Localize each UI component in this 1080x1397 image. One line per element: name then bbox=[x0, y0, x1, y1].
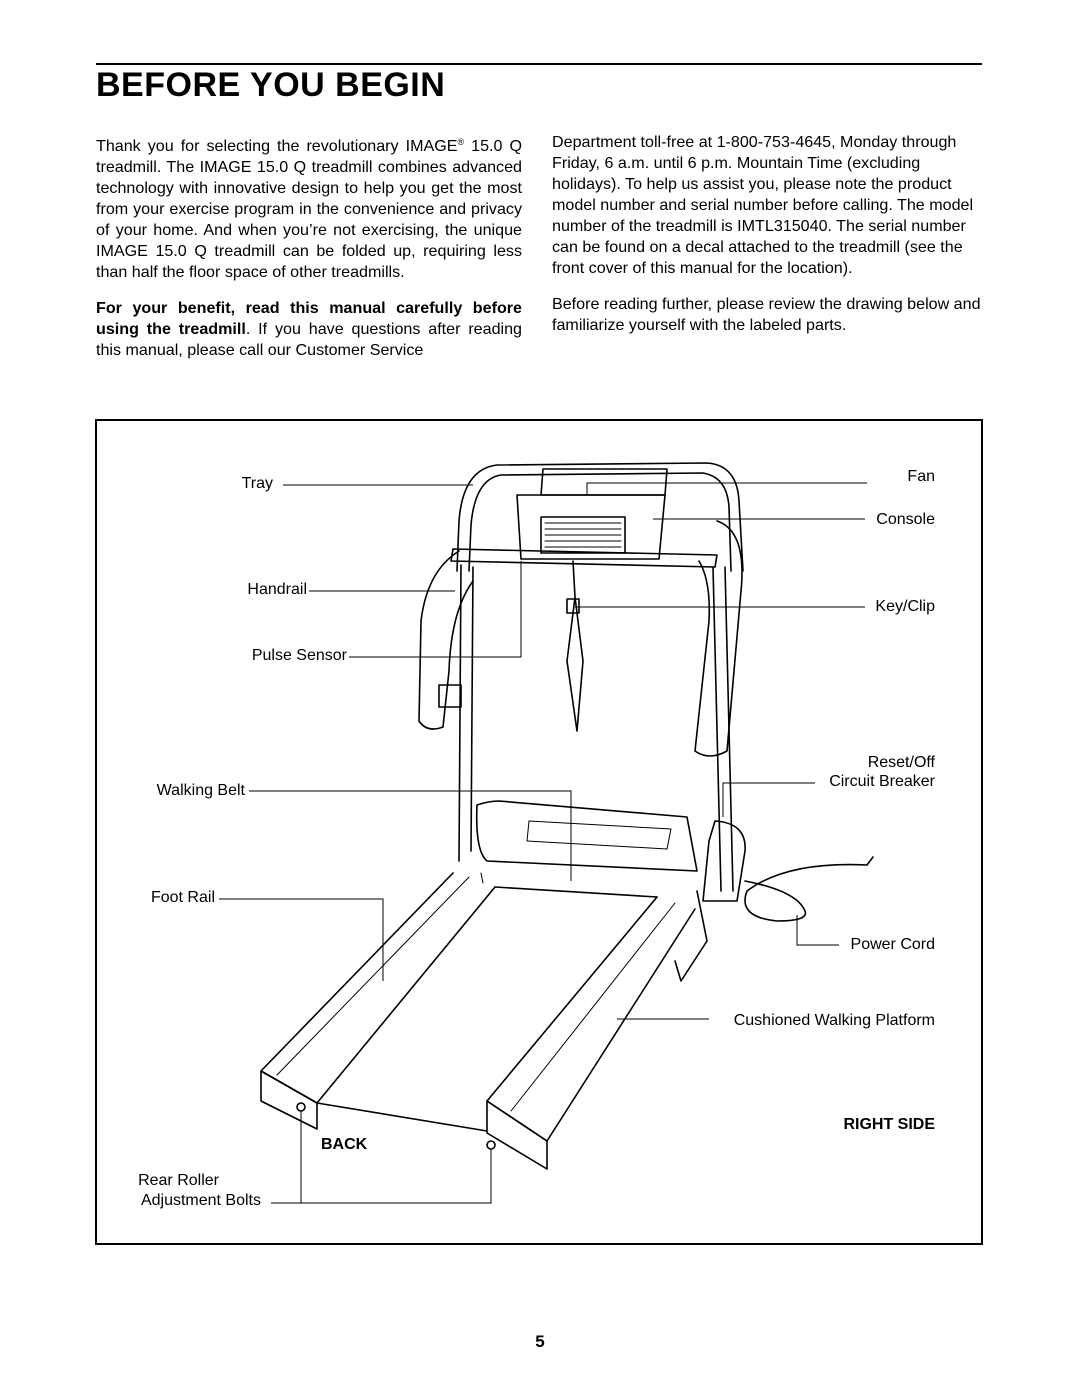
treadmill-drawing bbox=[219, 462, 874, 1204]
treadmill-diagram: Tray Handrail Pulse Sensor Walking Belt … bbox=[95, 419, 983, 1245]
right-end-cap bbox=[486, 1100, 548, 1170]
crossbar bbox=[450, 548, 718, 568]
upright-arch bbox=[456, 462, 744, 572]
fan-leader bbox=[586, 482, 867, 495]
page-number: 5 bbox=[535, 1332, 545, 1351]
left-foot-rail bbox=[260, 872, 496, 1104]
adjustment-bolts-label: Adjustment Bolts bbox=[140, 1192, 261, 1209]
fan-grille bbox=[540, 516, 626, 554]
fan-label: Fan bbox=[907, 468, 935, 485]
back-label: BACK bbox=[321, 1136, 368, 1153]
foot-rail-label: Foot Rail bbox=[150, 889, 215, 906]
right-hood bbox=[702, 820, 746, 902]
tray-label: Tray bbox=[241, 475, 273, 492]
key-clip bbox=[566, 560, 584, 732]
heading-rule bbox=[96, 63, 982, 65]
pulse-sensor-label: Pulse Sensor bbox=[251, 647, 347, 664]
walking-belt bbox=[316, 886, 658, 1132]
power-cord-label: Power Cord bbox=[850, 936, 935, 953]
walking-belt-leader bbox=[249, 790, 572, 881]
rear-roller-leader-b bbox=[301, 1149, 492, 1204]
power-cord-leader bbox=[796, 915, 839, 946]
circuit-breaker-label: Circuit Breaker bbox=[829, 773, 935, 790]
right-handrail bbox=[694, 520, 743, 757]
left-end-cap bbox=[260, 1070, 318, 1130]
warning-text: . If you have questions after reading th… bbox=[96, 320, 523, 359]
rear-roller-leader-a bbox=[271, 1111, 302, 1204]
left-column: Thank you for selecting the revolutionar… bbox=[96, 132, 522, 376]
intro-text-cont: 15.0 Q treadmill. The IMAGE 15.0 Q tread… bbox=[96, 137, 522, 281]
right-side-label: RIGHT SIDE bbox=[843, 1116, 935, 1133]
intro-text: Thank you for selecting the revolutionar… bbox=[96, 137, 458, 155]
contact-paragraph: Department toll-free at 1-800-753-4645, … bbox=[552, 133, 974, 277]
registered-mark: ® bbox=[457, 137, 465, 147]
left-handrail bbox=[418, 550, 474, 730]
review-paragraph: Before reading further, please review th… bbox=[552, 295, 981, 334]
pulse-sensor-leader bbox=[349, 561, 522, 658]
console-outline bbox=[516, 494, 666, 560]
warning-paragraph: For your benefit, read this manual caref… bbox=[96, 298, 522, 361]
handrail-label: Handrail bbox=[247, 581, 307, 598]
console-label: Console bbox=[876, 511, 935, 528]
foot-rail-leader bbox=[219, 898, 384, 981]
reset-off-label: Reset/Off bbox=[867, 754, 935, 771]
walking-belt-label: Walking Belt bbox=[156, 782, 245, 799]
left-upright bbox=[458, 564, 474, 862]
key-clip-label: Key/Clip bbox=[875, 598, 935, 615]
rear-roller-label: Rear Roller bbox=[138, 1172, 219, 1189]
motor-hood bbox=[475, 800, 698, 872]
circuit-breaker-leader bbox=[722, 782, 815, 817]
right-column: Department toll-free at 1-800-753-4645, … bbox=[552, 132, 982, 351]
page-title: BEFORE YOU BEGIN bbox=[96, 66, 446, 104]
right-upright bbox=[712, 566, 734, 892]
warning-bold: For your benefit, read this manual caref… bbox=[96, 299, 522, 338]
intro-paragraph: Thank you for selecting the revolutionar… bbox=[96, 132, 522, 283]
power-cord bbox=[744, 856, 874, 922]
platform-label: Cushioned Walking Platform bbox=[733, 1012, 935, 1029]
